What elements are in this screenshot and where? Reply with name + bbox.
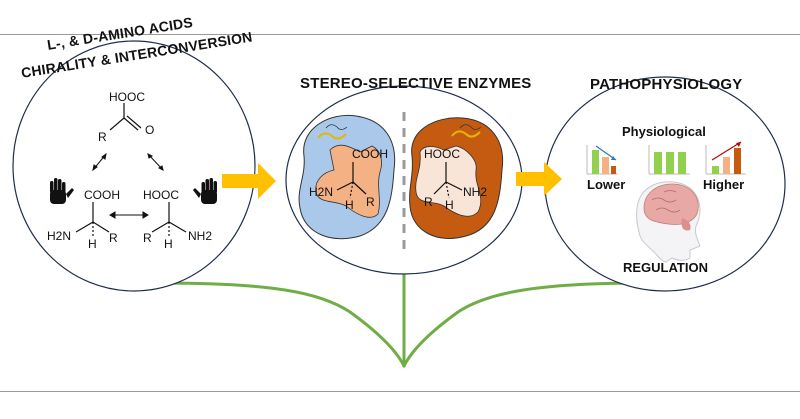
enzyme-right-hooc: HOOC [424,147,460,161]
l-isomer-r: R [109,231,118,245]
keto-acid-cooh: HOOC [109,90,145,104]
enzyme-right-r: R [424,195,433,209]
connector-stem [158,266,648,368]
left-hand-icon [50,178,74,204]
arrow-1 [222,163,276,199]
higher-bar-chart [705,141,746,175]
enzyme-left-icon [298,114,396,240]
lower-label: Lower [587,177,625,192]
enzyme-left-amine: H2N [309,185,333,199]
top-border [0,34,800,35]
keto-acid-r: R [98,130,107,144]
enzyme-right-bonds [433,162,463,199]
keto-acid-oxygen: O [145,123,154,137]
l-isomer-amine: H2N [47,229,71,243]
enzyme-right-icon [409,117,504,239]
d-isomer-hooc: HOOC [143,188,179,202]
right-hand-icon [193,178,217,204]
physiological-bar-chart [648,145,690,175]
brain-head-icon [636,181,701,263]
enzyme-left-cooh: COOH [352,147,388,161]
l-isomer-bonds [75,202,110,238]
lower-bar-chart [586,145,618,175]
d-isomer-r: R [143,231,152,245]
physiological-label: Physiological [622,124,706,139]
enzyme-left-h: H [345,198,354,212]
enzyme-left-r: R [366,195,375,209]
regulation-label: REGULATION [623,260,708,275]
higher-label: Higher [703,177,744,192]
enzyme-right-h: H [445,198,454,212]
interconversion-arrows [92,152,164,219]
enzyme-right-amine: NH2 [463,185,487,199]
keto-acid-structure [109,103,142,131]
d-isomer-bonds [151,202,187,238]
bottom-border [0,391,800,392]
d-isomer-h: H [164,237,173,251]
arrow-2 [516,162,562,196]
enzymes-title: STEREO-SELECTIVE ENZYMES [300,75,532,92]
enzyme-left-bonds [336,162,367,199]
pathophysiology-title: PATHOPHYSIOLOGY [590,76,743,93]
l-isomer-h: H [88,237,97,251]
amino-acids-ellipse [12,40,256,292]
d-isomer-amine: NH2 [188,229,212,243]
l-isomer-cooh: COOH [84,188,120,202]
